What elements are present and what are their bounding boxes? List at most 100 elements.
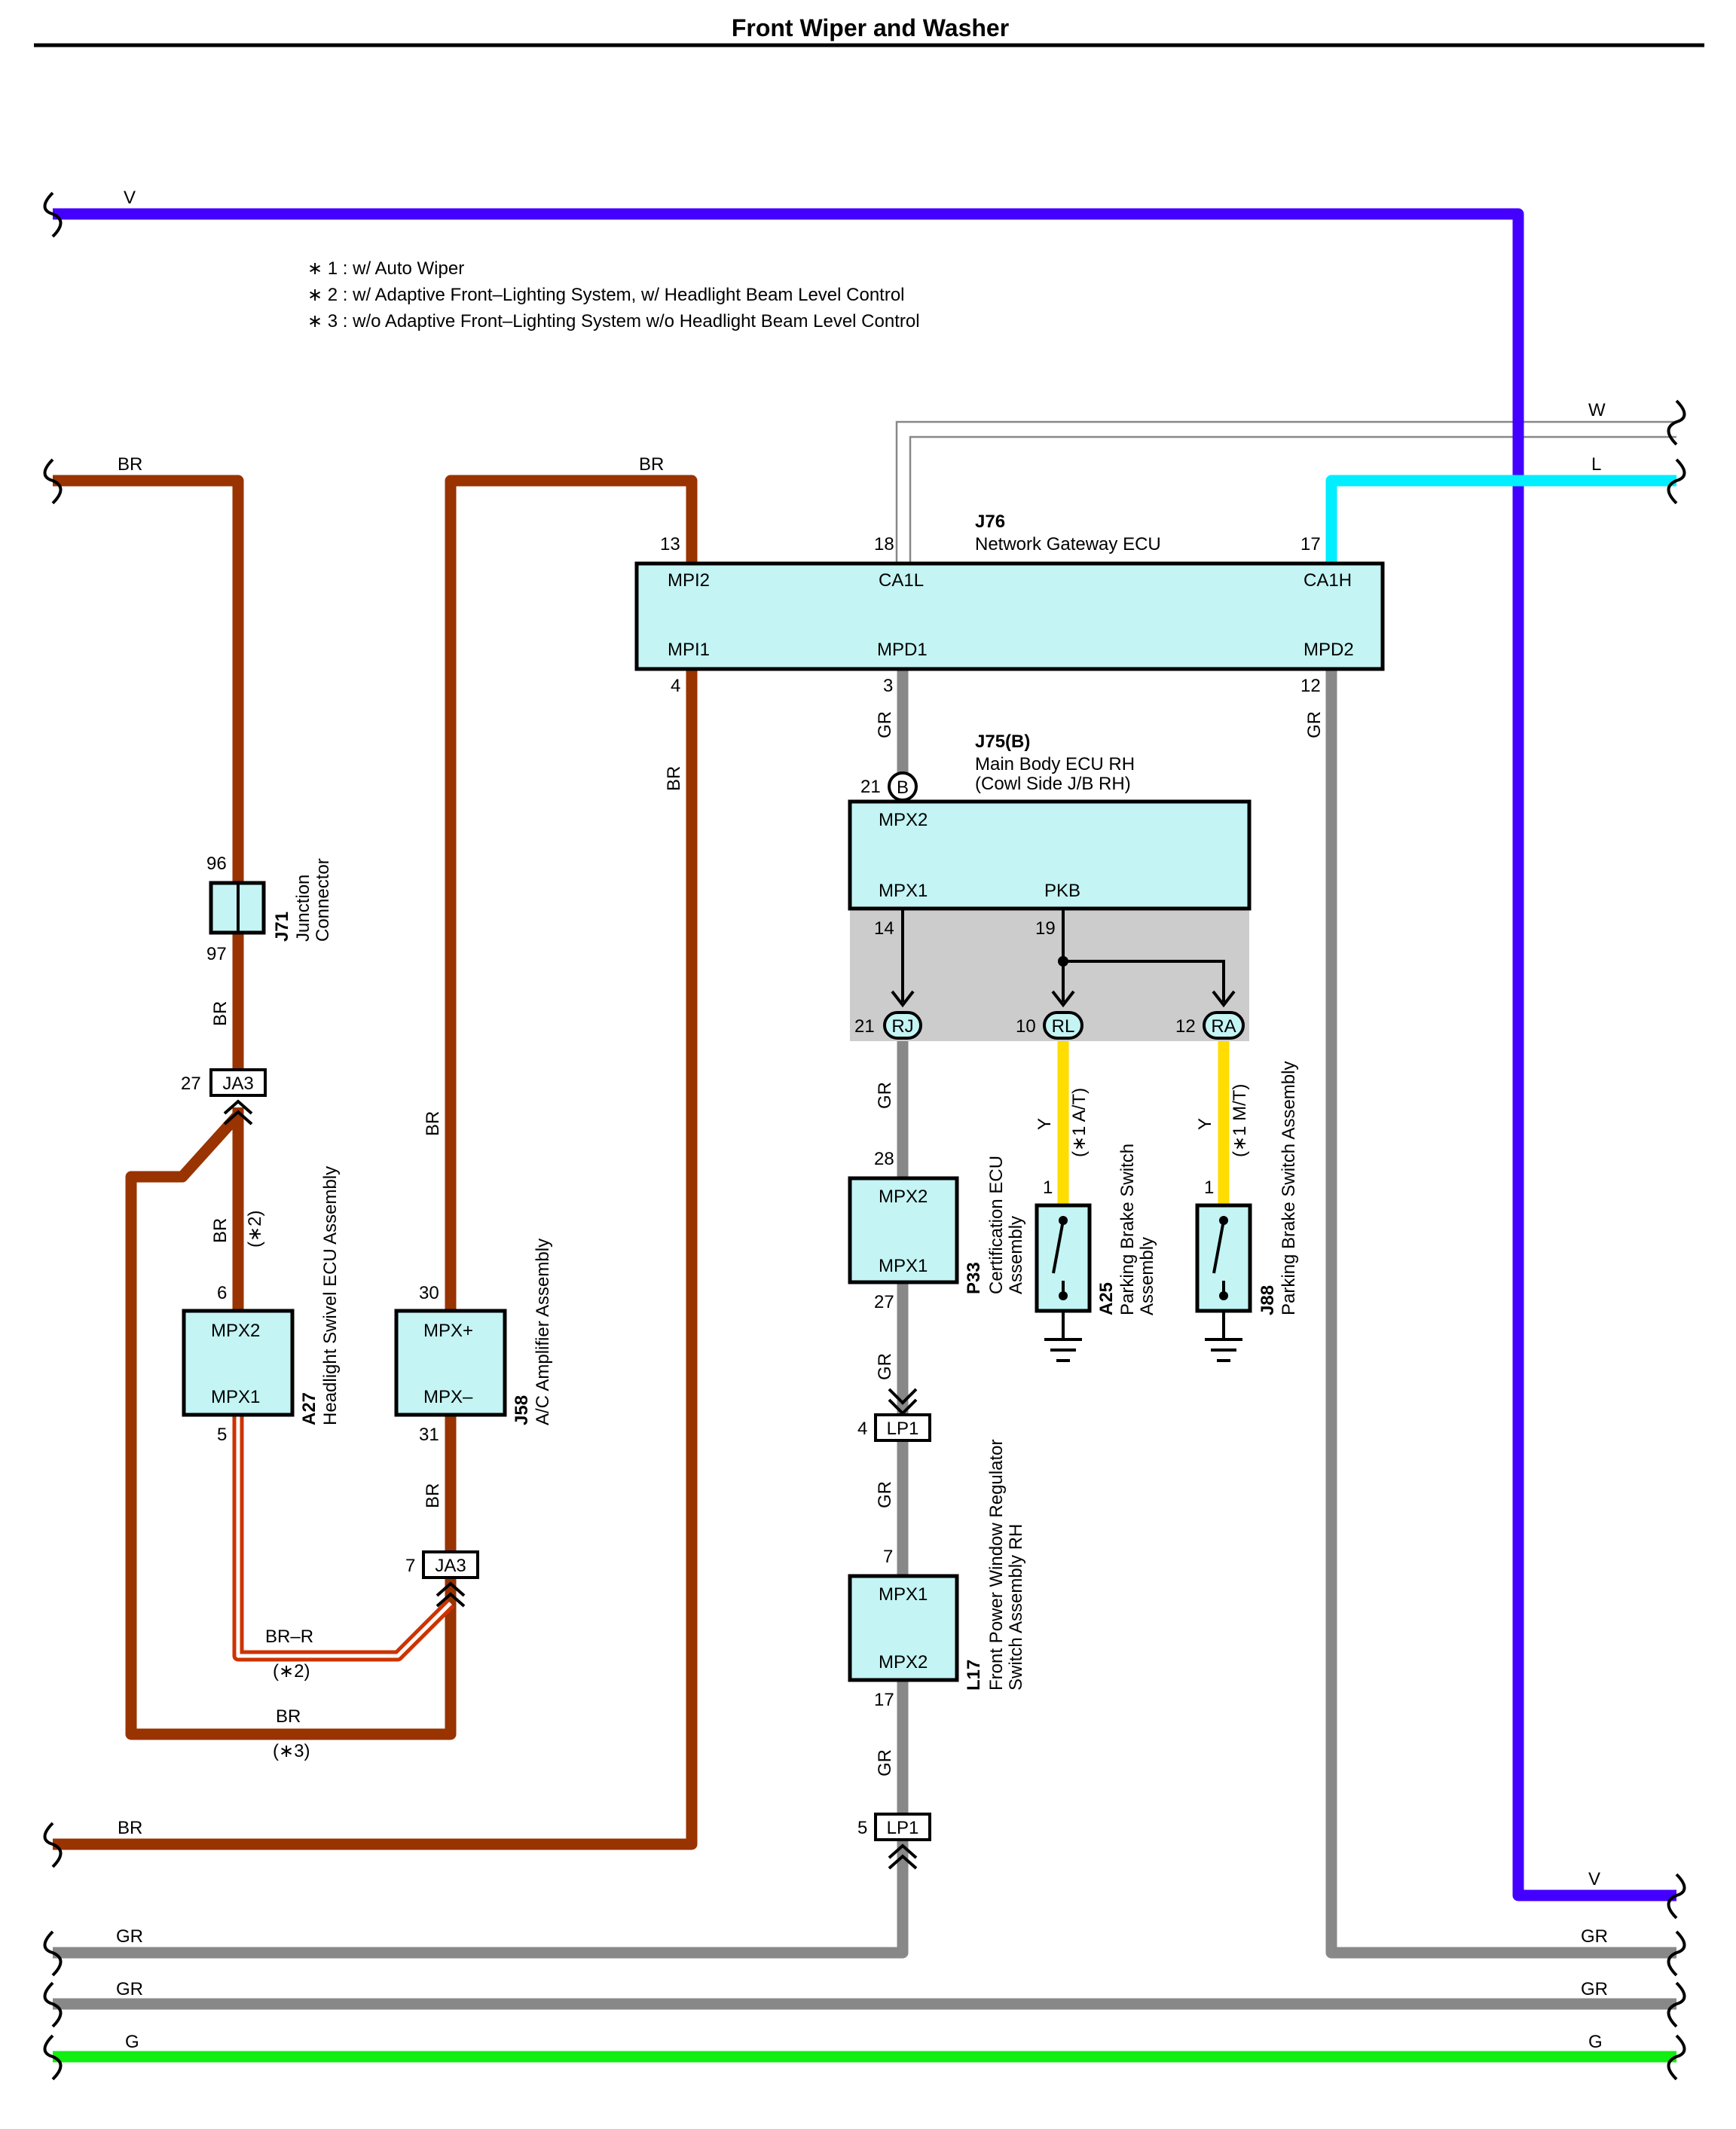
ra-connector: RA 12 bbox=[1175, 1011, 1245, 1040]
label-g-br: G bbox=[1588, 2032, 1603, 2052]
label-gr-bl-1: GR bbox=[116, 1926, 143, 1947]
p33-code: P33 bbox=[964, 1262, 984, 1294]
label-gr-lp1: GR bbox=[875, 1481, 895, 1508]
wire-gr-rj-bottom bbox=[53, 1040, 909, 1959]
j76-ca1h: CA1H bbox=[1304, 570, 1352, 591]
l17-code: L17 bbox=[964, 1660, 984, 1691]
j75-conn-b-label: B bbox=[897, 777, 909, 798]
label-y-rl: Y bbox=[1035, 1118, 1055, 1130]
label-gr-j76-12: GR bbox=[1304, 711, 1325, 738]
lp1-top-pin: 4 bbox=[857, 1419, 867, 1439]
label-gr-p33: GR bbox=[875, 1353, 895, 1380]
label-note-2b: (∗2) bbox=[273, 1661, 310, 1682]
j75-mpx2: MPX2 bbox=[879, 810, 928, 830]
p33-mpx2: MPX2 bbox=[879, 1187, 928, 1207]
j88-pin-1: 1 bbox=[1204, 1178, 1214, 1198]
j58-ac-amplifier: 30 31 MPX+ MPX– J58 A/C Amplifier Assemb… bbox=[394, 1239, 553, 1445]
ra-label: RA bbox=[1211, 1016, 1236, 1037]
p33-name2: Assembly bbox=[1006, 1216, 1026, 1294]
j88-parking-brake-switch: 1 J88 Parking Brake Switch Assembly bbox=[1195, 1061, 1299, 1362]
label-br-bottom: BR bbox=[118, 1818, 142, 1838]
label-gr-j76-3: GR bbox=[875, 711, 895, 738]
rj-pin: 21 bbox=[854, 1016, 875, 1037]
a27-box bbox=[182, 1309, 295, 1417]
lp1-bottom-pin: 5 bbox=[857, 1818, 867, 1838]
j76-mpd2: MPD2 bbox=[1304, 640, 1354, 660]
a27-pin-6: 6 bbox=[217, 1283, 227, 1303]
j58-code: J58 bbox=[512, 1395, 532, 1425]
j76-name: Network Gateway ECU bbox=[975, 534, 1161, 554]
j71-name1: Junction bbox=[293, 875, 313, 942]
wire-br-left bbox=[53, 475, 244, 883]
j76-pin-18: 18 bbox=[874, 534, 894, 554]
label-br-left-top: BR bbox=[118, 454, 142, 475]
a25-pin-1: 1 bbox=[1043, 1178, 1053, 1198]
j76-pin-3: 3 bbox=[883, 676, 893, 696]
label-v-top: V bbox=[124, 188, 136, 208]
label-note-3: (∗3) bbox=[273, 1741, 310, 1761]
label-br-a27: BR bbox=[210, 1218, 231, 1243]
l17-box bbox=[848, 1574, 959, 1682]
note-3: ∗ 3 : w/o Adaptive Front–Lighting System… bbox=[307, 311, 920, 331]
l17-power-window-switch: 7 17 MPX1 MPX2 L17 Front Power Window Re… bbox=[848, 1440, 1026, 1710]
j75-pin-14: 14 bbox=[874, 918, 894, 939]
label-br-j71: BR bbox=[210, 1001, 231, 1026]
j71-junction-connector: 96 97 J71 Junction Connector bbox=[206, 854, 333, 964]
j71-name2: Connector bbox=[313, 858, 333, 942]
j71-code: J71 bbox=[272, 912, 292, 942]
ra-pin: 12 bbox=[1175, 1016, 1196, 1037]
wire-ca1l bbox=[909, 435, 1676, 564]
label-v-bottom: V bbox=[1588, 1869, 1600, 1889]
ja3-top-connector: JA3 27 bbox=[181, 1068, 267, 1126]
a25-code: A25 bbox=[1096, 1282, 1117, 1315]
p33-box bbox=[848, 1176, 959, 1284]
a25-name1: Parking Brake Switch bbox=[1117, 1144, 1138, 1315]
j75-conn-b bbox=[888, 771, 918, 802]
j75-pin-21: 21 bbox=[860, 777, 881, 797]
label-g-bl: G bbox=[125, 2032, 139, 2052]
rj-connector: RJ 21 bbox=[854, 1011, 922, 1040]
label-l-right: L bbox=[1591, 454, 1601, 475]
label-note-2a: (∗2) bbox=[245, 1211, 265, 1248]
j76-mpi2: MPI2 bbox=[668, 570, 710, 591]
note-2: ∗ 2 : w/ Adaptive Front–Lighting System,… bbox=[307, 285, 905, 305]
p33-pin-27: 27 bbox=[874, 1292, 894, 1312]
wire-gr-j76-12 bbox=[1325, 669, 1676, 1959]
wire-l bbox=[1325, 475, 1676, 564]
rj-label: RJ bbox=[891, 1016, 913, 1037]
wire-br-loop bbox=[125, 1110, 457, 1740]
wire-w bbox=[895, 420, 1676, 564]
a27-mpx2: MPX2 bbox=[211, 1321, 260, 1341]
j76-pin-4: 4 bbox=[671, 676, 680, 696]
a25-parking-brake-switch: 1 A25 Parking Brake Switch Assembly bbox=[1035, 1144, 1157, 1362]
j58-pin-30: 30 bbox=[419, 1283, 439, 1303]
label-br-j58-top: BR bbox=[423, 1111, 443, 1136]
ja3-bottom-pin: 7 bbox=[405, 1556, 415, 1576]
j76-network-gateway-ecu: J76 Network Gateway ECU 13 18 17 MPI2 CA… bbox=[634, 512, 1385, 696]
j75-pkb: PKB bbox=[1044, 881, 1080, 901]
p33-pin-28: 28 bbox=[874, 1149, 894, 1169]
wire-labels: V BR BR W L BR V GR GR G GR GR G BR–R (∗… bbox=[116, 188, 1608, 2052]
label-note-at: (∗1 A/T) bbox=[1069, 1088, 1090, 1157]
j75-box bbox=[848, 799, 1252, 911]
label-gr-br-2: GR bbox=[1581, 1979, 1608, 1999]
a27-code: A27 bbox=[299, 1392, 319, 1425]
label-br-r: BR–R bbox=[265, 1627, 313, 1647]
p33-name1: Certification ECU bbox=[986, 1156, 1007, 1294]
j58-box bbox=[394, 1309, 507, 1417]
rl-connector: RL 10 bbox=[1016, 1011, 1083, 1040]
a25-name2: Assembly bbox=[1137, 1237, 1157, 1315]
wire-v bbox=[53, 208, 1676, 1901]
a27-mpx1: MPX1 bbox=[211, 1387, 260, 1407]
j71-pin-97: 97 bbox=[206, 944, 227, 964]
j75-mpx1: MPX1 bbox=[879, 881, 928, 901]
j76-pin-13: 13 bbox=[660, 534, 680, 554]
j58-name: A/C Amplifier Assembly bbox=[533, 1239, 553, 1425]
l17-pin-7: 7 bbox=[883, 1547, 893, 1567]
lp1-top-label: LP1 bbox=[887, 1419, 919, 1439]
j76-box bbox=[634, 561, 1385, 671]
a27-headlight-swivel-ecu: 6 5 MPX2 MPX1 A27 Headlight Swivel ECU A… bbox=[182, 1166, 341, 1445]
j75-name: Main Body ECU RH bbox=[975, 754, 1135, 774]
label-y-ra: Y bbox=[1195, 1118, 1215, 1130]
